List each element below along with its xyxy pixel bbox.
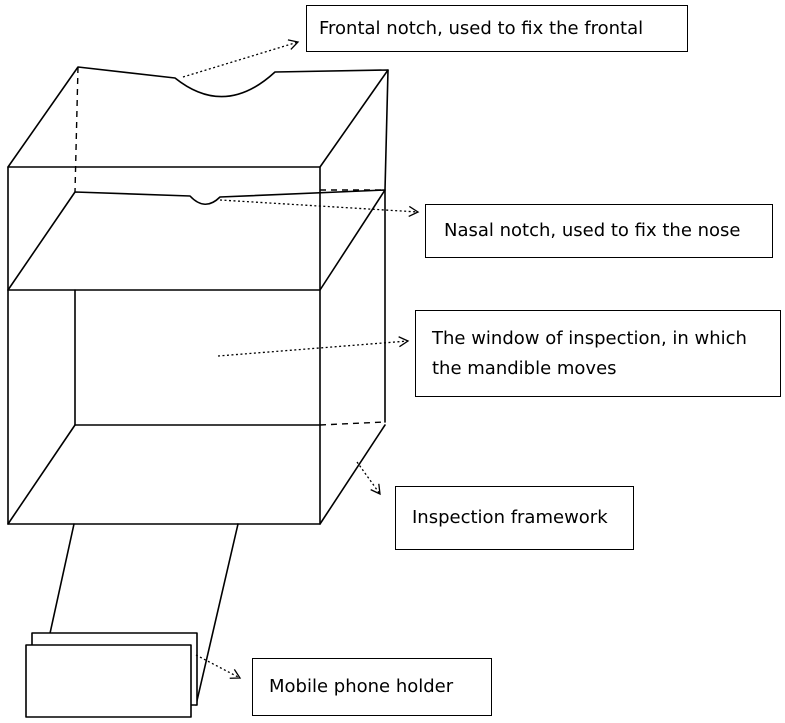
arrow-to-phone-label: [195, 654, 242, 679]
hidden-back-right-bottom-edge: [319, 421, 386, 426]
right-top-edge: [384, 69, 389, 191]
inspection-framework-label-text: Inspection framework: [412, 507, 608, 528]
window-of-inspection-label: The window of inspection, in which the m…: [415, 310, 781, 397]
mobile-phone-holder-label: Mobile phone holder: [252, 658, 492, 716]
inspection-framework-label: Inspection framework: [395, 486, 634, 550]
support-left-leg: [46, 523, 75, 648]
phone-holder-front-plate: [25, 644, 192, 718]
arrow-to-window-label: [217, 336, 410, 357]
window-of-inspection-label-text: The window of inspection, in which the m…: [432, 327, 747, 379]
frontal-notch-label: Frontal notch, used to fix the frontal: [306, 5, 688, 52]
mobile-phone-holder-label-text: Mobile phone holder: [269, 676, 454, 697]
bottom-face: [7, 424, 386, 525]
arrow-to-frontal-label: [182, 39, 300, 78]
nasal-notch-label-text: Nasal notch, used to fix the nose: [444, 220, 741, 241]
support-right-leg: [195, 523, 239, 706]
arrow-to-nasal-label: [219, 199, 420, 218]
middle-plane-with-nasal-notch: [7, 189, 386, 291]
nasal-notch-label: Nasal notch, used to fix the nose: [425, 204, 773, 258]
arrow-to-framework-label: [356, 461, 381, 496]
top-face-with-frontal-notch: [7, 66, 389, 168]
hidden-back-left-edge-upper: [74, 66, 79, 193]
frontal-notch-label-text: Frontal notch, used to fix the frontal: [319, 17, 644, 39]
